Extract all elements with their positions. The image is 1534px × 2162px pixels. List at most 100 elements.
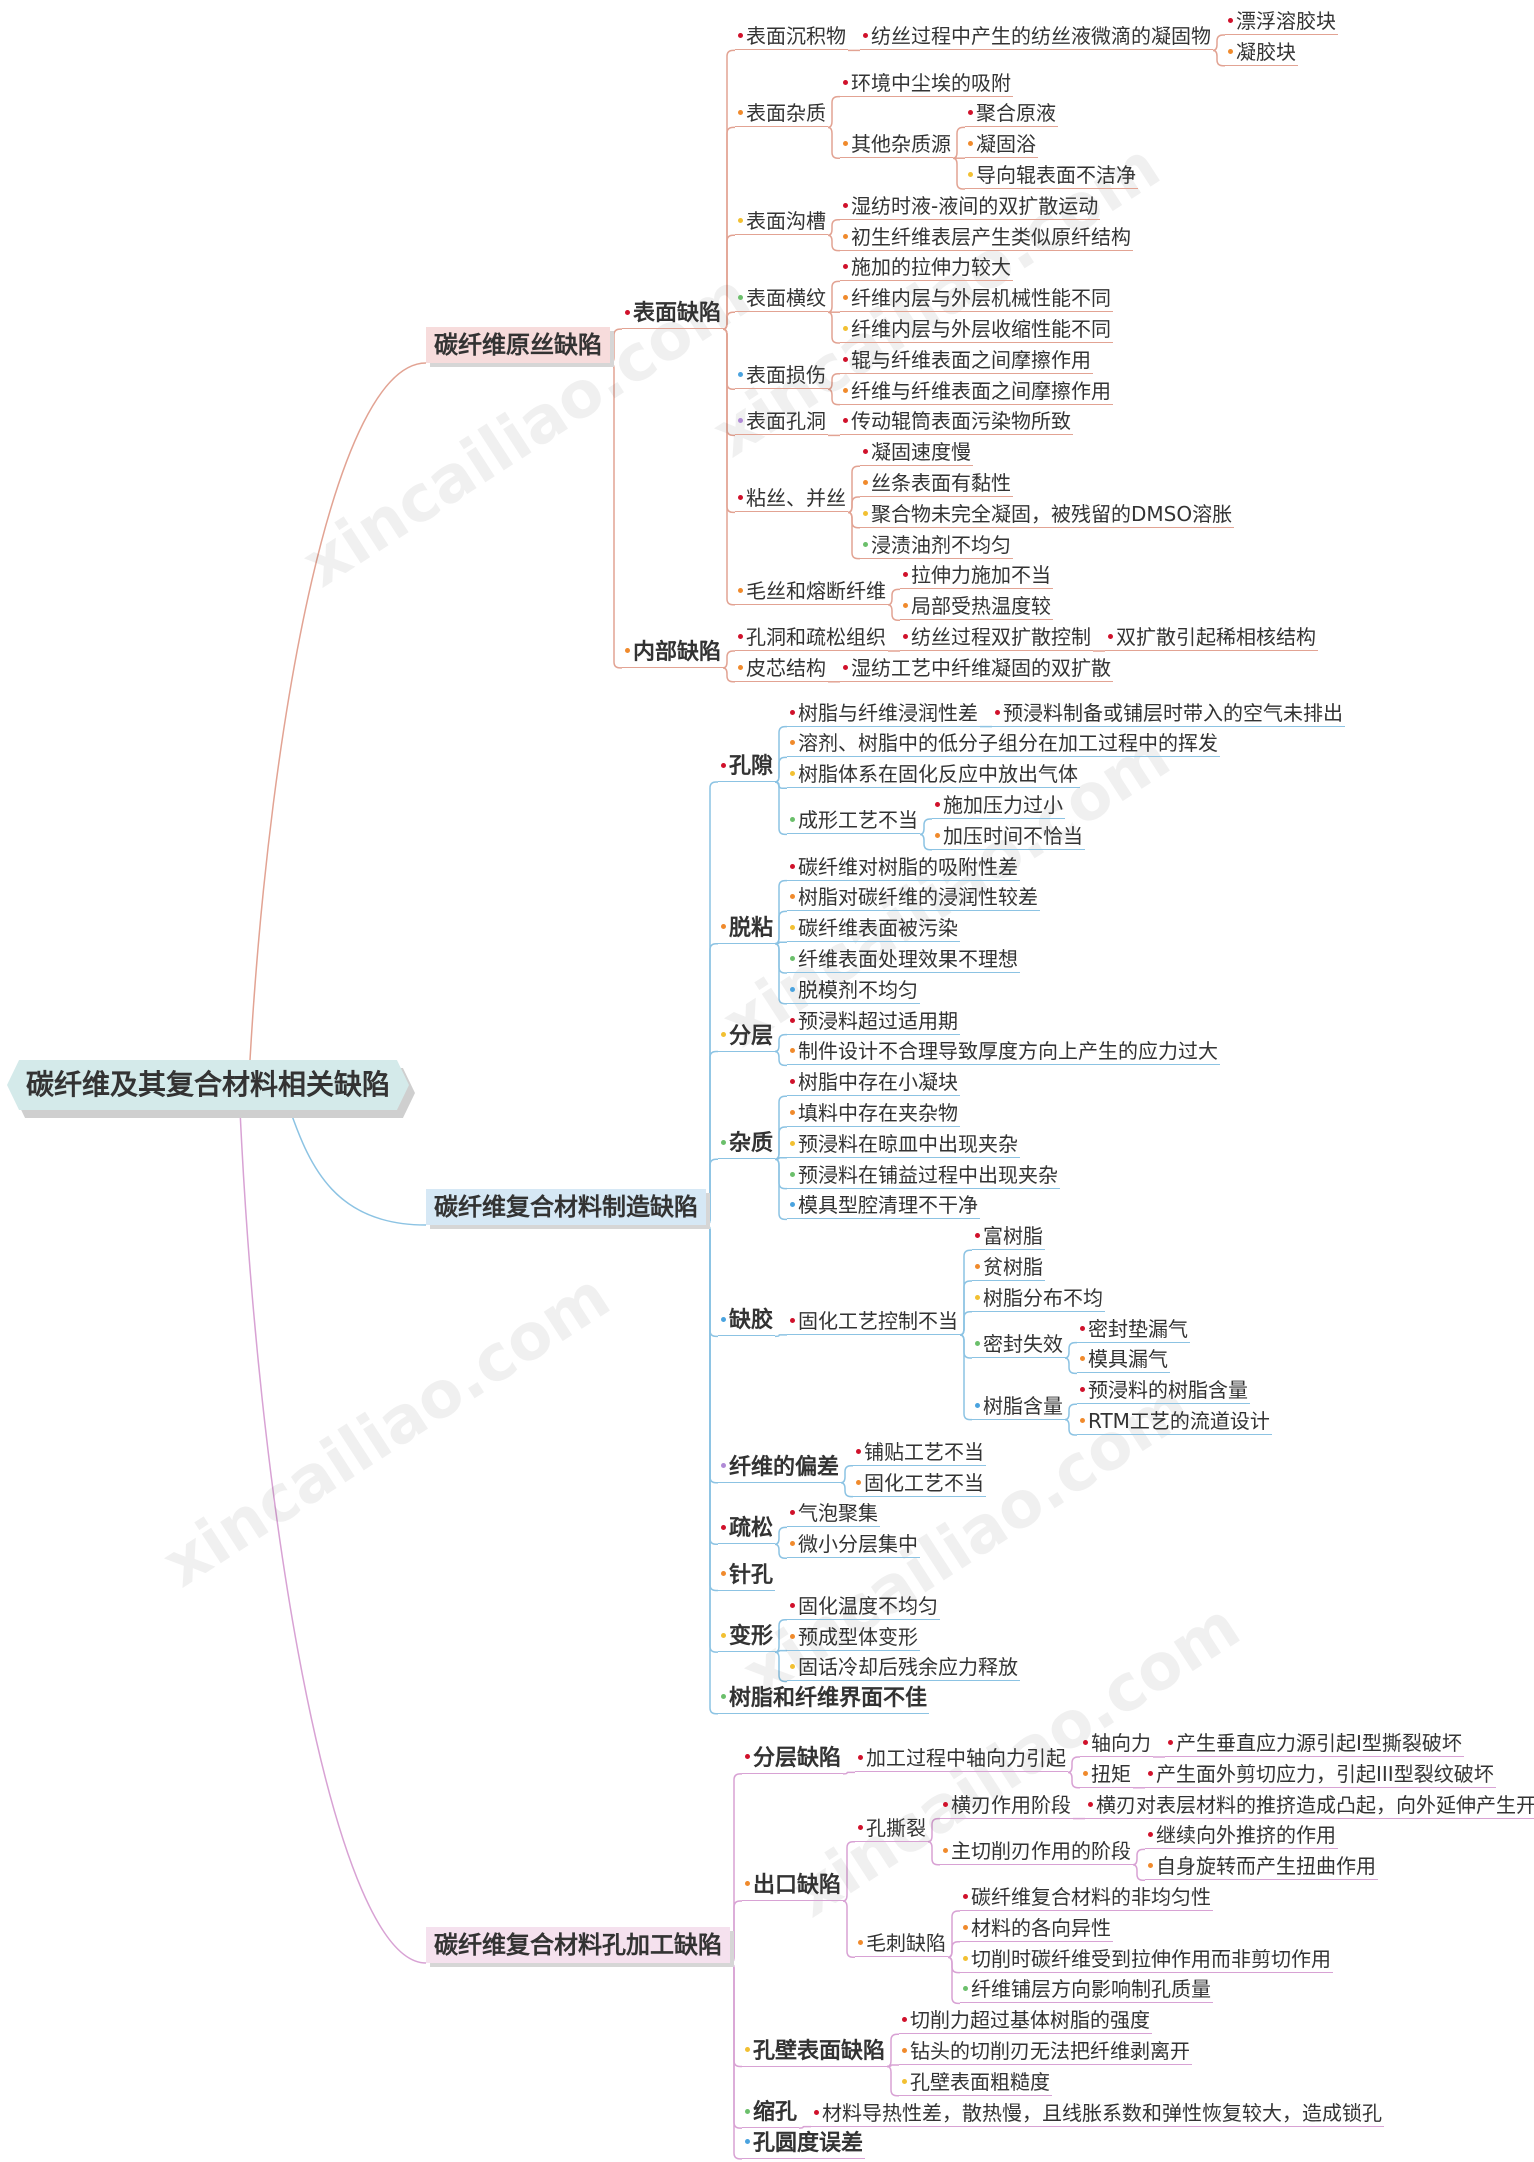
subtopic[interactable]: 针孔 — [718, 1560, 776, 1591]
topic-item[interactable]: 孔洞和疏松组织 — [735, 623, 888, 651]
topic-item[interactable]: 漂浮溶胶块 — [1225, 7, 1338, 35]
topic-item[interactable]: 密封垫漏气 — [1077, 1315, 1190, 1343]
topic-item[interactable]: 传动辊筒表面污染物所致 — [840, 407, 1073, 436]
topic-item[interactable]: 主切削刃作用的阶段 — [940, 1837, 1133, 1865]
topic-item[interactable]: 局部受热温度较 — [900, 592, 1053, 621]
topic-item[interactable]: 切削力超过基体树脂的强度 — [899, 2006, 1152, 2035]
topic-item[interactable]: 碳纤维对树脂的吸附性差 — [787, 853, 1020, 881]
topic-item[interactable]: 凝固速度慢 — [860, 438, 973, 467]
topic-item[interactable]: 双扩散引起稀相核结构 — [1105, 623, 1318, 651]
topic-item[interactable]: 预浸料超过适用期 — [787, 1007, 960, 1035]
subtopic[interactable]: 分层 — [718, 1021, 776, 1052]
topic-item[interactable]: 产生垂直应力源引起I型撕裂破坏 — [1165, 1729, 1464, 1757]
topic-item[interactable]: 钻头的切削刃无法把纤维剥离开 — [899, 2037, 1192, 2065]
topic-item[interactable]: 切削时碳纤维受到拉伸作用而非剪切作用 — [960, 1945, 1333, 1973]
topic-item[interactable]: 横刃对表层材料的推挤造成凸起，向外延伸产生开裂 — [1085, 1791, 1534, 1819]
topic-item[interactable]: 辊与纤维表面之间摩擦作用 — [840, 346, 1093, 374]
topic-item[interactable]: 聚合原液 — [965, 99, 1058, 128]
topic-item[interactable]: 微小分层集中 — [787, 1530, 920, 1559]
topic-item[interactable]: 纺丝过程中产生的纺丝液微滴的凝固物 — [860, 22, 1213, 51]
topic-item[interactable]: 模具漏气 — [1077, 1345, 1170, 1374]
subtopic[interactable]: 分层缺陷 — [742, 1743, 844, 1774]
topic-item[interactable]: 碳纤维复合材料的非均匀性 — [960, 1883, 1213, 1911]
subtopic[interactable]: 孔隙 — [718, 751, 776, 782]
topic-item[interactable]: 填料中存在夹杂物 — [787, 1099, 960, 1127]
subtopic[interactable]: 孔圆度误差 — [742, 2128, 866, 2159]
topic-item[interactable]: 碳纤维表面被污染 — [787, 914, 960, 943]
topic-item[interactable]: 表面损伤 — [735, 361, 828, 390]
topic-item[interactable]: 轴向力 — [1080, 1729, 1153, 1757]
topic-item[interactable]: 脱模剂不均匀 — [787, 976, 920, 1004]
topic-item[interactable]: 固化工艺不当 — [853, 1469, 986, 1497]
topic-item[interactable]: 环境中尘埃的吸附 — [840, 69, 1013, 97]
subtopic[interactable]: 表面缺陷 — [622, 298, 724, 330]
subtopic[interactable]: 纤维的偏差 — [718, 1452, 842, 1483]
topic-item[interactable]: 导向辊表面不洁净 — [965, 161, 1138, 189]
topic-item[interactable]: 溶剂、树脂中的低分子组分在加工过程中的挥发 — [787, 729, 1220, 758]
main-topic[interactable]: 碳纤维复合材料制造缺陷 — [426, 1189, 706, 1225]
topic-item[interactable]: 贫树脂 — [972, 1253, 1045, 1281]
topic-item[interactable]: 浸渍油剂不均匀 — [860, 531, 1013, 559]
topic-item[interactable]: 预浸料的树脂含量 — [1077, 1376, 1250, 1405]
topic-item[interactable]: 预成型体变形 — [787, 1623, 920, 1651]
topic-item[interactable]: 富树脂 — [972, 1222, 1045, 1251]
topic-item[interactable]: 横刃作用阶段 — [940, 1791, 1073, 1819]
topic-item[interactable]: 预浸料在铺益过程中出现夹杂 — [787, 1161, 1060, 1189]
topic-item[interactable]: 树脂分布不均 — [972, 1284, 1105, 1312]
subtopic[interactable]: 杂质 — [718, 1128, 776, 1160]
topic-item[interactable]: 固话冷却后残余应力释放 — [787, 1653, 1020, 1682]
topic-item[interactable]: 纤维表面处理效果不理想 — [787, 945, 1020, 973]
topic-item[interactable]: 模具型腔清理不干净 — [787, 1191, 980, 1220]
topic-item[interactable]: 表面横纹 — [735, 284, 828, 313]
topic-item[interactable]: 孔撕裂 — [855, 1814, 928, 1842]
subtopic[interactable]: 变形 — [718, 1621, 776, 1653]
topic-item[interactable]: 孔壁表面粗糙度 — [899, 2068, 1052, 2096]
topic-item[interactable]: 表面杂质 — [735, 99, 828, 128]
topic-item[interactable]: 湿纺时液-液间的双扩散运动 — [840, 192, 1101, 220]
subtopic[interactable]: 孔壁表面缺陷 — [742, 2036, 888, 2067]
topic-item[interactable]: 湿纺工艺中纤维凝固的双扩散 — [840, 654, 1113, 682]
topic-item[interactable]: 预浸料制备或铺层时带入的空气未排出 — [992, 699, 1345, 727]
topic-item[interactable]: 固化工艺控制不当 — [787, 1307, 960, 1335]
topic-item[interactable]: 其他杂质源 — [840, 130, 953, 159]
main-topic[interactable]: 碳纤维复合材料孔加工缺陷 — [426, 1927, 730, 1963]
topic-item[interactable]: 材料的各向异性 — [960, 1914, 1113, 1942]
root-topic[interactable]: 碳纤维及其复合材料相关缺陷 — [7, 1060, 409, 1110]
topic-item[interactable]: 纤维内层与外层机械性能不同 — [840, 284, 1113, 313]
topic-item[interactable]: 加压时间不恰当 — [932, 822, 1085, 850]
topic-item[interactable]: 固化温度不均匀 — [787, 1592, 940, 1620]
topic-item[interactable]: 密封失效 — [972, 1330, 1065, 1358]
subtopic[interactable]: 疏松 — [718, 1513, 776, 1545]
topic-item[interactable]: 加工过程中轴向力引起 — [855, 1744, 1068, 1773]
topic-item[interactable]: 成形工艺不当 — [787, 806, 920, 835]
subtopic[interactable]: 树脂和纤维界面不佳 — [718, 1683, 930, 1714]
topic-item[interactable]: 材料导热性差，散热慢，且线胀系数和弹性恢复较大，造成锁孔 — [811, 2099, 1384, 2127]
topic-item[interactable]: 树脂与纤维浸润性差 — [787, 699, 980, 727]
topic-item[interactable]: 产生面外剪切应力，引起III型裂纹破坏 — [1145, 1760, 1496, 1788]
topic-item[interactable]: 纤维铺层方向影响制孔质量 — [960, 1975, 1213, 2004]
main-topic[interactable]: 碳纤维原丝缺陷 — [426, 327, 610, 363]
topic-item[interactable]: 继续向外推挤的作用 — [1145, 1821, 1338, 1850]
topic-item[interactable]: 扭矩 — [1080, 1760, 1133, 1788]
topic-item[interactable]: 纺丝过程双扩散控制 — [900, 623, 1093, 651]
topic-item[interactable]: 凝胶块 — [1225, 38, 1298, 66]
topic-item[interactable]: 纤维与纤维表面之间摩擦作用 — [840, 377, 1113, 405]
topic-item[interactable]: 预浸料在晾皿中出现夹杂 — [787, 1130, 1020, 1158]
topic-item[interactable]: 表面孔洞 — [735, 407, 828, 436]
topic-item[interactable]: 表面沟槽 — [735, 207, 828, 236]
topic-item[interactable]: 铺贴工艺不当 — [853, 1438, 986, 1466]
topic-item[interactable]: 气泡聚集 — [787, 1499, 880, 1528]
topic-item[interactable]: 丝条表面有黏性 — [860, 469, 1013, 497]
topic-item[interactable]: RTM工艺的流道设计 — [1077, 1407, 1272, 1435]
topic-item[interactable]: 粘丝、并丝 — [735, 484, 848, 513]
topic-item[interactable]: 树脂中存在小凝块 — [787, 1068, 960, 1097]
topic-item[interactable]: 表面沉积物 — [735, 22, 848, 51]
topic-item[interactable]: 拉伸力施加不当 — [900, 561, 1053, 590]
topic-item[interactable]: 施加的拉伸力较大 — [840, 253, 1013, 282]
topic-item[interactable]: 施加压力过小 — [932, 791, 1065, 819]
topic-item[interactable]: 树脂含量 — [972, 1392, 1065, 1420]
topic-item[interactable]: 皮芯结构 — [735, 654, 828, 682]
subtopic[interactable]: 缺胶 — [718, 1305, 776, 1337]
topic-item[interactable]: 聚合物未完全凝固，被残留的DMSO溶胀 — [860, 500, 1235, 528]
topic-item[interactable]: 自身旋转而产生扭曲作用 — [1145, 1852, 1378, 1881]
